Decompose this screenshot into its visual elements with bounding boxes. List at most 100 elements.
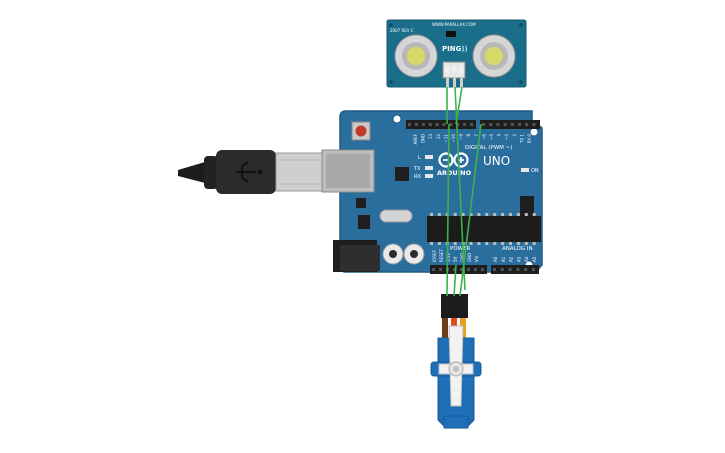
pin-label: ~5 — [489, 134, 494, 140]
servo-connector — [441, 294, 468, 318]
header-pin-hole — [532, 268, 535, 271]
label-rx: RX — [414, 174, 421, 180]
led-rx — [425, 174, 433, 178]
header-pin-hole — [508, 268, 512, 271]
icsp-header — [520, 196, 534, 218]
ping-rev-text: 2007 REV C — [390, 28, 414, 33]
header-pin-hole — [489, 123, 493, 126]
header-pin-hole — [449, 123, 453, 126]
pin-label: 12 — [436, 134, 441, 140]
arduino-model-text: UNO — [483, 154, 510, 168]
header-pin-hole — [493, 268, 496, 271]
analog-header-label: ANALOG IN — [502, 246, 533, 252]
pin-label: RX 0 — [527, 134, 532, 144]
pin-label: ~6 — [481, 134, 486, 140]
crystal-oscillator — [379, 209, 413, 223]
capacitors — [382, 243, 425, 265]
header-pin-hole — [474, 268, 477, 271]
arduino-logo-text: ARDUINO — [437, 169, 472, 177]
led-tx — [425, 166, 433, 170]
pin-label: SIG — [459, 66, 464, 73]
pin-label: A3 — [516, 256, 521, 262]
pin-label: 7 — [474, 134, 479, 137]
header-pin-hole — [516, 268, 520, 271]
digital-header — [406, 120, 540, 129]
label-l: L — [418, 155, 421, 161]
label-on: ON — [531, 168, 539, 174]
led-l — [425, 155, 433, 159]
pin-label: AREF — [413, 133, 418, 144]
header-pin-hole — [408, 123, 411, 126]
pin-label: GND — [421, 134, 426, 143]
pin-label: Vin — [474, 255, 479, 262]
dc-power-jack — [333, 240, 380, 272]
wire-ping-sig — [455, 86, 463, 125]
header-pin-hole — [481, 268, 484, 271]
wire-servo-5v — [453, 264, 457, 297]
pin-label: 4 — [497, 134, 502, 137]
digital-header-label: DIGITAL (PWM ~) — [465, 145, 512, 151]
header-pin-hole — [500, 268, 504, 271]
pin-label: 5V — [452, 66, 457, 72]
ping-model-label: PING)) — [442, 45, 468, 53]
power-header-label: POWER — [450, 246, 471, 252]
pin-label: A2 — [509, 256, 514, 262]
pin-label: ~3 — [504, 134, 509, 140]
pin-label: A4 — [524, 256, 529, 262]
pin-label: GND — [467, 253, 472, 262]
header-pin-hole — [456, 123, 460, 126]
pin-label: ~11 — [443, 134, 448, 143]
pin-label: GND — [460, 253, 465, 262]
pin-label: 3.3V — [446, 253, 451, 262]
header-pin-hole — [467, 268, 470, 271]
header-pin-hole — [510, 123, 514, 126]
servo-horn — [438, 325, 474, 407]
header-pin-hole — [482, 123, 485, 126]
header-pin-hole — [432, 268, 435, 271]
pin-label: IOREF — [432, 249, 437, 262]
ping-transducer-right — [472, 34, 516, 78]
pin-label: 5V — [453, 256, 458, 262]
pin-label: A0 — [493, 256, 498, 262]
led-on — [521, 168, 529, 172]
header-pin-hole — [428, 123, 432, 126]
pin-label: ~10 — [451, 134, 456, 143]
wire-servo-gnd — [446, 123, 450, 297]
header-pin-hole — [518, 123, 521, 126]
analog-header — [491, 265, 539, 274]
pin-label: ~9 — [459, 134, 464, 140]
reset-button[interactable] — [351, 121, 371, 141]
pin-label: TX 1 — [519, 134, 524, 144]
arduino-uno-board: L TX RX ON ARDUINO UNO DIGITAL (PWM ~) A… — [321, 110, 543, 274]
header-pin-hole — [503, 123, 507, 126]
pin-label: A1 — [501, 256, 506, 262]
header-pin-hole — [421, 123, 425, 126]
servo-motor — [430, 294, 482, 429]
arduino-logo — [438, 152, 469, 168]
pin-label: A5 — [532, 256, 537, 262]
wire-servo-signal — [459, 123, 482, 297]
pin-label: RESET — [439, 249, 444, 262]
header-pin-hole — [439, 268, 442, 271]
pin-label: 2 — [512, 134, 517, 137]
atmega-chip — [427, 213, 541, 245]
header-pin-hole — [496, 123, 500, 126]
pin-label: 8 — [466, 134, 471, 137]
header-pin-hole — [460, 268, 463, 271]
header-pin-hole — [470, 123, 474, 126]
header-pin-hole — [525, 123, 529, 126]
power-header — [430, 265, 487, 274]
label-tx: TX — [413, 166, 421, 172]
header-pin-hole — [463, 123, 467, 126]
ping-brand-text: WWW.PARALLAX.COM — [432, 22, 476, 27]
ping-transducer-left — [394, 34, 438, 78]
usb-cable — [178, 150, 325, 194]
pin-label: GND — [445, 66, 450, 75]
header-pin-hole — [453, 268, 456, 271]
